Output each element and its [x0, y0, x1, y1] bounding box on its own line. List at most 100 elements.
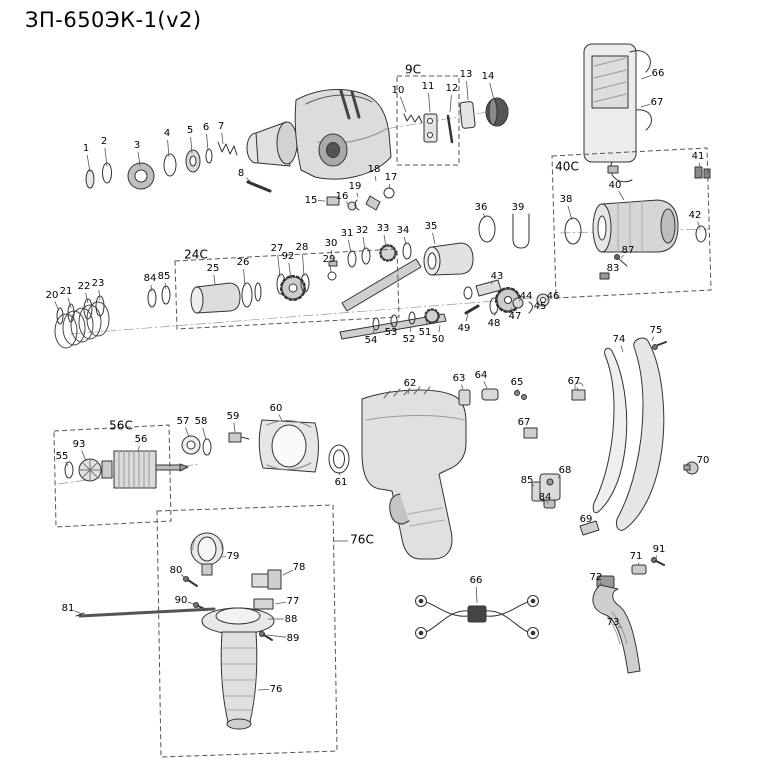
part-leader-line — [400, 96, 407, 113]
part-label-33: 33 — [377, 223, 390, 234]
part-leader-line — [655, 555, 658, 559]
part-label-34: 34 — [397, 225, 410, 236]
part-label-28: 28 — [296, 242, 309, 253]
part-label-87: 87 — [622, 245, 635, 256]
part-leader-line — [490, 281, 494, 285]
part-leader-line — [466, 80, 469, 101]
group-box-40C — [551, 147, 712, 299]
side-handle-blades — [592, 337, 699, 531]
part-leader-line — [640, 74, 652, 80]
part-leader-line — [190, 136, 193, 154]
part-leader-line — [483, 213, 486, 219]
part-label-85: 85 — [521, 475, 534, 486]
part-leader-line — [489, 82, 495, 101]
part-leader-line — [180, 574, 186, 579]
part-leader-line — [266, 634, 287, 638]
part-leader-line — [233, 422, 236, 433]
part-leader-line — [409, 326, 412, 333]
part-label-38: 38 — [560, 194, 573, 205]
part-label-83: 83 — [607, 263, 620, 274]
part-label-44: 44 — [520, 291, 533, 302]
hammer-mechanism-axis — [54, 213, 550, 349]
part-label-13: 13 — [460, 69, 473, 80]
part-leader-line — [483, 381, 488, 389]
part-label-65: 65 — [511, 377, 524, 388]
part-label-23: 23 — [92, 278, 105, 289]
part-label-36: 36 — [475, 202, 488, 213]
part-label-14: 14 — [482, 71, 495, 82]
part-leader-line — [698, 162, 701, 168]
part-leader-line — [697, 221, 701, 229]
part-label-21: 21 — [60, 286, 73, 297]
part-leader-line — [278, 414, 283, 422]
part-leader-line — [425, 321, 428, 326]
part-label-85: 85 — [158, 271, 171, 282]
part-leader-line — [428, 92, 431, 113]
part-leader-line — [67, 297, 72, 309]
part-leader-line — [54, 301, 60, 312]
part-leader-line — [383, 234, 387, 248]
part-label-8: 8 — [238, 168, 244, 179]
part-label-18: 18 — [368, 164, 381, 175]
part-label-4: 4 — [164, 128, 170, 139]
part-label-57: 57 — [177, 416, 190, 427]
part-leader-line — [288, 262, 292, 280]
part-label-66: 66 — [652, 68, 665, 79]
part-leader-line — [388, 183, 391, 190]
part-leader-line — [137, 151, 141, 167]
mode-selector-parts — [326, 187, 395, 211]
group-label-56C: 56C — [109, 419, 133, 433]
group-label-24C: 24C — [184, 248, 208, 262]
part-leader-line — [345, 201, 349, 205]
part-leader-line — [640, 103, 651, 108]
part-leader-line — [243, 268, 246, 287]
part-label-51: 51 — [419, 327, 432, 338]
part-label-20: 20 — [46, 290, 59, 301]
part-label-1: 1 — [83, 143, 89, 154]
part-label-81: 81 — [62, 603, 75, 614]
part-leader-line — [81, 450, 87, 462]
part-leader-line — [557, 475, 561, 479]
group-label-40C: 40C — [555, 160, 579, 174]
part-label-19: 19 — [349, 181, 362, 192]
group-box-9C — [396, 75, 460, 166]
part-label-5: 5 — [187, 125, 193, 136]
part-leader-line — [65, 461, 69, 467]
part-label-41: 41 — [692, 151, 705, 162]
part-leader-line — [302, 253, 305, 277]
wiring-diagram — [415, 595, 539, 639]
part-leader-line — [449, 94, 452, 113]
part-label-70: 70 — [697, 455, 710, 466]
part-leader-line — [532, 484, 535, 487]
part-leader-line — [329, 265, 332, 273]
part-label-79: 79 — [227, 551, 240, 562]
part-leader-line — [362, 236, 366, 251]
part-label-50: 50 — [432, 334, 445, 345]
part-label-29: 29 — [323, 254, 336, 265]
part-label-16: 16 — [336, 191, 349, 202]
part-leader-line — [317, 200, 326, 202]
part-leader-line — [374, 175, 377, 182]
part-label-3: 3 — [134, 140, 140, 151]
group-label-9C: 9C — [405, 63, 421, 77]
part-leader-line — [518, 299, 521, 302]
part-leader-line — [104, 147, 108, 167]
aux-handle-76c — [75, 532, 282, 730]
part-label-35: 35 — [425, 221, 438, 232]
part-label-84: 84 — [539, 492, 552, 503]
part-label-62: 62 — [404, 378, 417, 389]
part-label-67: 67 — [568, 376, 581, 387]
group-label-76C: 76C — [350, 533, 374, 547]
part-leader-line — [274, 601, 287, 605]
part-leader-line — [150, 284, 153, 293]
part-label-46: 46 — [547, 291, 560, 302]
part-label-10: 10 — [392, 85, 405, 96]
part-label-25: 25 — [207, 263, 220, 274]
part-leader-line — [372, 329, 375, 334]
part-label-31: 31 — [341, 228, 354, 239]
part-label-56: 56 — [135, 434, 148, 445]
part-label-71: 71 — [630, 551, 643, 562]
part-leader-line — [86, 154, 91, 173]
part-label-72: 72 — [590, 572, 603, 583]
